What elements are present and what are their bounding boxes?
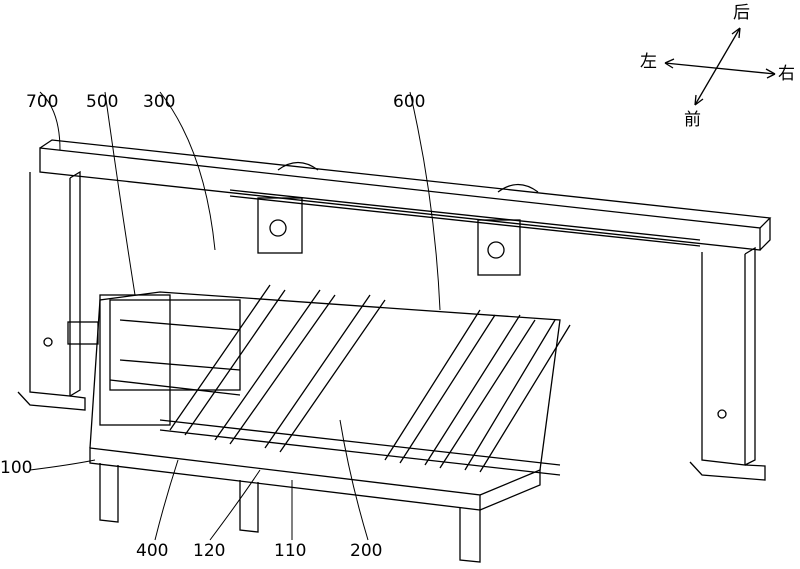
label-110: 110	[274, 541, 307, 561]
rails	[109, 284, 571, 476]
label-400: 400	[136, 541, 169, 561]
compass-left-label: 左	[640, 52, 657, 72]
carriages	[257, 161, 539, 276]
label-500: 500	[86, 92, 119, 112]
label-100: 100	[0, 458, 33, 478]
compass-front-label: 前	[684, 110, 701, 130]
label-200: 200	[350, 541, 383, 561]
compass-back-label: 后	[733, 3, 750, 23]
gantry-beam-700	[39, 139, 772, 251]
label-300: 300	[143, 92, 176, 112]
leader-lines	[29, 91, 441, 541]
right-leg	[689, 246, 766, 481]
work-table-100	[89, 291, 561, 563]
left-leg	[17, 170, 86, 411]
label-600: 600	[393, 92, 426, 112]
label-700: 700	[26, 92, 59, 112]
side-module-500	[67, 294, 241, 426]
label-120: 120	[193, 541, 226, 561]
direction-compass-arrows	[664, 27, 776, 106]
compass-right-label: 右	[778, 64, 795, 84]
